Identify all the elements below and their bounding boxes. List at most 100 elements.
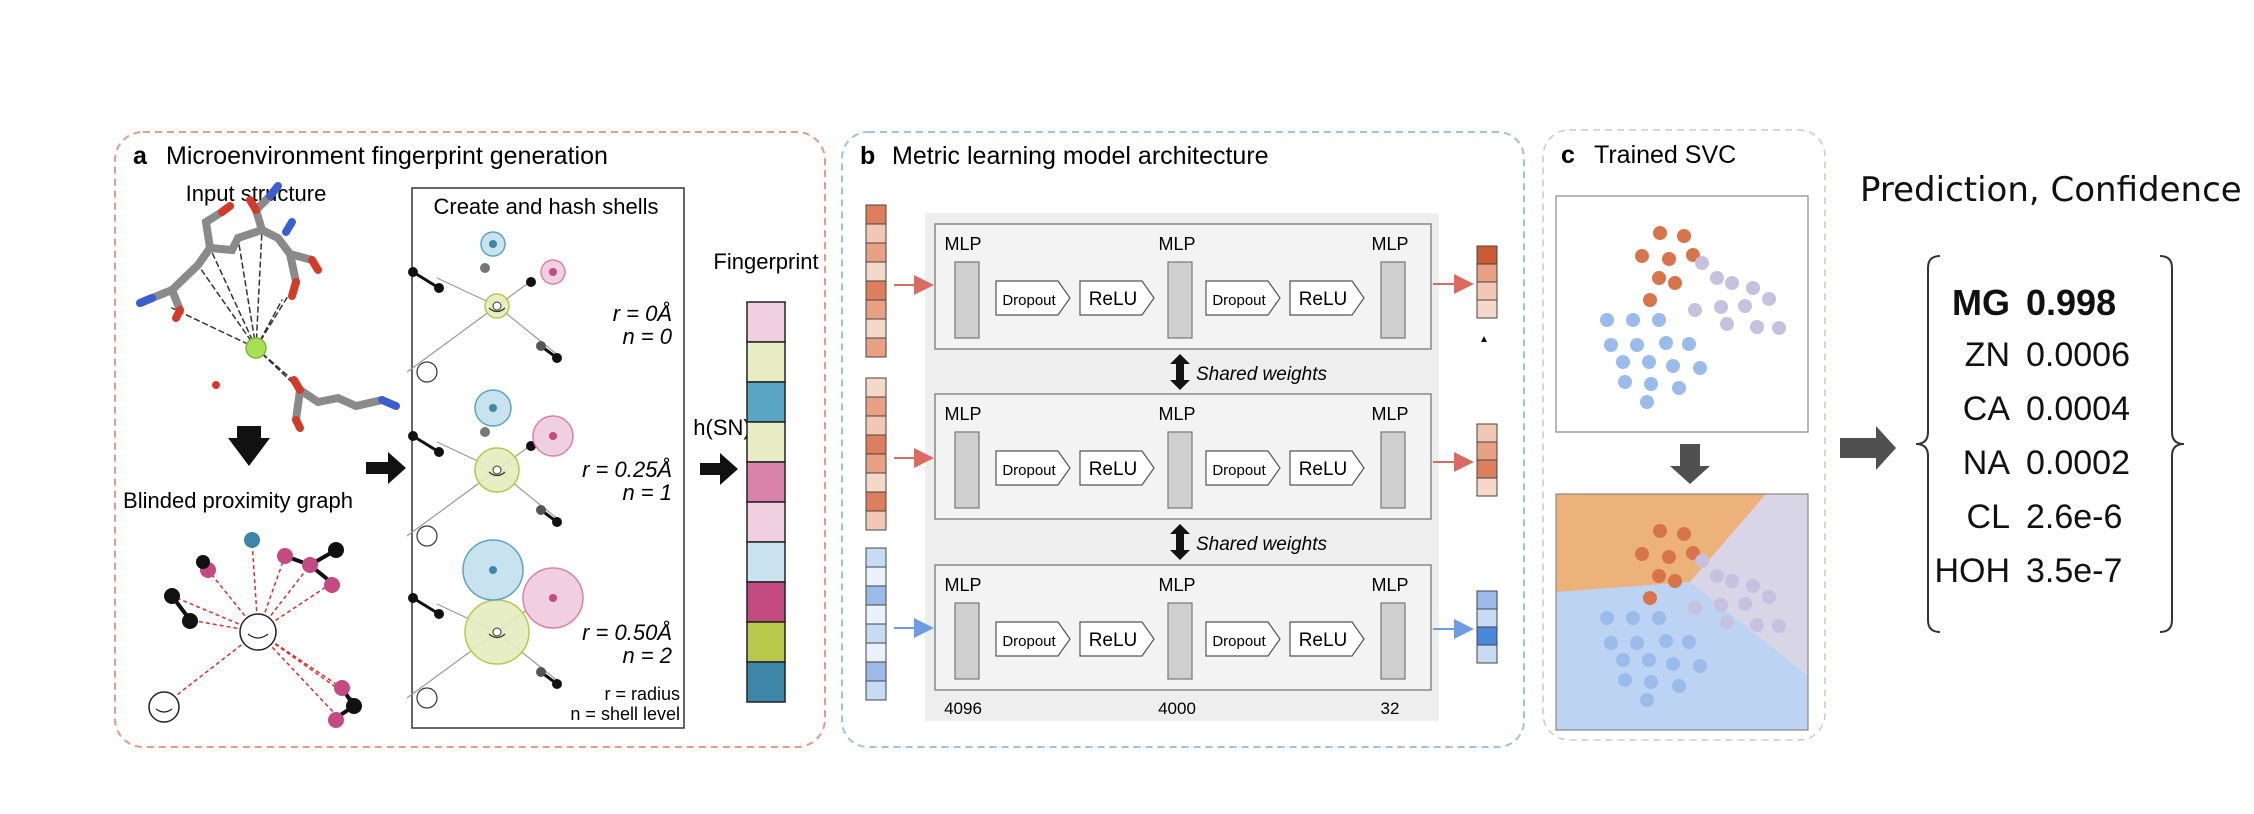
- panel-b-title: Metric learning model architecture: [892, 142, 1269, 170]
- input-vectors: [865, 204, 934, 701]
- point-orange: [1653, 226, 1667, 240]
- svc-down-arrow: [1670, 444, 1710, 484]
- point-blue: [1618, 673, 1632, 687]
- input-vector-cell: [865, 491, 887, 512]
- input-vector-cell: [865, 318, 887, 339]
- input-vector-cell: [865, 261, 887, 282]
- point-blue: [1600, 313, 1614, 327]
- point-orange: [1643, 591, 1657, 605]
- dropout-block: [1205, 280, 1281, 316]
- point-purple: [1762, 590, 1776, 604]
- prediction-arrow: [1840, 426, 1896, 470]
- input-vector-cell: [865, 415, 887, 436]
- fingerprint-bit: [746, 421, 786, 463]
- prediction-row: NA 0.0002: [1940, 444, 2150, 494]
- point-orange: [1653, 524, 1667, 538]
- point-purple: [1714, 598, 1728, 612]
- fingerprint-bit: [746, 301, 786, 343]
- input-structure-label: Input structure: [186, 181, 327, 206]
- point-purple: [1746, 579, 1760, 593]
- prediction-element: CL: [1966, 498, 2010, 536]
- point-blue: [1616, 355, 1630, 369]
- mlp-label: MLP: [944, 404, 981, 424]
- legend-radius: r = radius: [604, 684, 680, 704]
- right-arrow: [366, 452, 406, 484]
- output-vector-cell: [1476, 459, 1498, 479]
- point-blue: [1630, 636, 1644, 650]
- point-purple: [1762, 292, 1776, 306]
- point-orange: [1652, 569, 1666, 583]
- graph-node: [408, 267, 418, 277]
- legend-shell-level: n = shell level: [570, 704, 680, 724]
- blinded-proximity-graph: [148, 532, 362, 728]
- point-orange: [1686, 546, 1700, 560]
- mlp-label: MLP: [944, 234, 981, 254]
- panel-c-letter: c: [1561, 141, 1575, 169]
- output-vector-cell: [1476, 644, 1498, 664]
- mlp-label: MLP: [1371, 234, 1408, 254]
- point-blue: [1659, 634, 1673, 648]
- fingerprint-bit: [746, 661, 786, 703]
- left-brace: [1915, 255, 1941, 633]
- blinded-node: [416, 361, 438, 383]
- prediction-element: MG: [1952, 282, 2010, 323]
- point-orange: [1668, 574, 1682, 588]
- dropout-block: [995, 450, 1071, 486]
- point-blue: [1604, 636, 1618, 650]
- point-blue: [1600, 611, 1614, 625]
- point-blue: [1642, 355, 1656, 369]
- output-vector-cell: [1476, 299, 1498, 319]
- dropout-block: [995, 621, 1071, 657]
- mlp-layer: [1167, 431, 1193, 509]
- mlp-layer: [954, 261, 980, 339]
- mlp-label: MLP: [1158, 575, 1195, 595]
- shell-n0: n = 0: [622, 324, 672, 349]
- relu-label: ReLU: [1089, 630, 1138, 651]
- prediction-row: ZN 0.0006: [1940, 336, 2150, 386]
- panel-a-letter: a: [133, 142, 148, 170]
- shell-diagram: [406, 389, 574, 547]
- point-purple: [1750, 320, 1764, 334]
- fingerprint-vector: [746, 301, 786, 703]
- point-blue: [1640, 395, 1654, 409]
- output-caret: [1481, 336, 1487, 342]
- mlp-layer: [1167, 602, 1193, 680]
- graph-node: [536, 505, 546, 515]
- hash-arrow: [700, 453, 738, 485]
- output-vector-cell: [1476, 590, 1498, 610]
- output-vector-cell: [1476, 245, 1498, 265]
- prediction-confidence: 2.6e-6: [2026, 498, 2123, 536]
- shell-r0: r = 0Å: [613, 301, 672, 326]
- fingerprint-bit: [746, 381, 786, 423]
- point-blue: [1682, 337, 1696, 351]
- point-purple: [1772, 619, 1786, 633]
- right-brace: [2159, 255, 2185, 633]
- output-vector-cell: [1476, 441, 1498, 461]
- output-vector-cell: [1476, 423, 1498, 443]
- graph-node: [408, 593, 418, 603]
- shell-illustrations: [406, 231, 584, 709]
- graph-node: [480, 263, 490, 273]
- point-purple: [1746, 281, 1760, 295]
- input-vector-cell: [865, 453, 887, 474]
- input-vector-cell: [865, 604, 887, 625]
- hash-function-label: h(SN): [693, 415, 750, 440]
- shared-weights-bottom: [1170, 524, 1190, 560]
- point-blue: [1693, 361, 1707, 375]
- point-purple: [1738, 299, 1752, 313]
- fingerprint-bit: [746, 621, 786, 663]
- prediction-row: HOH 3.5e-7: [1934, 552, 2150, 602]
- input-vector-cell: [865, 623, 887, 644]
- mlp-layer: [1167, 261, 1193, 339]
- point-purple: [1695, 554, 1709, 568]
- input-vector-cell: [865, 242, 887, 263]
- shared-weights-label-2: Shared weights: [1196, 534, 1327, 555]
- input-vector-cell: [865, 204, 887, 225]
- prediction-confidence: 0.998: [2026, 282, 2117, 323]
- point-purple: [1688, 601, 1702, 615]
- point-orange: [1635, 249, 1649, 263]
- point-orange: [1662, 252, 1676, 266]
- point-blue: [1659, 336, 1673, 350]
